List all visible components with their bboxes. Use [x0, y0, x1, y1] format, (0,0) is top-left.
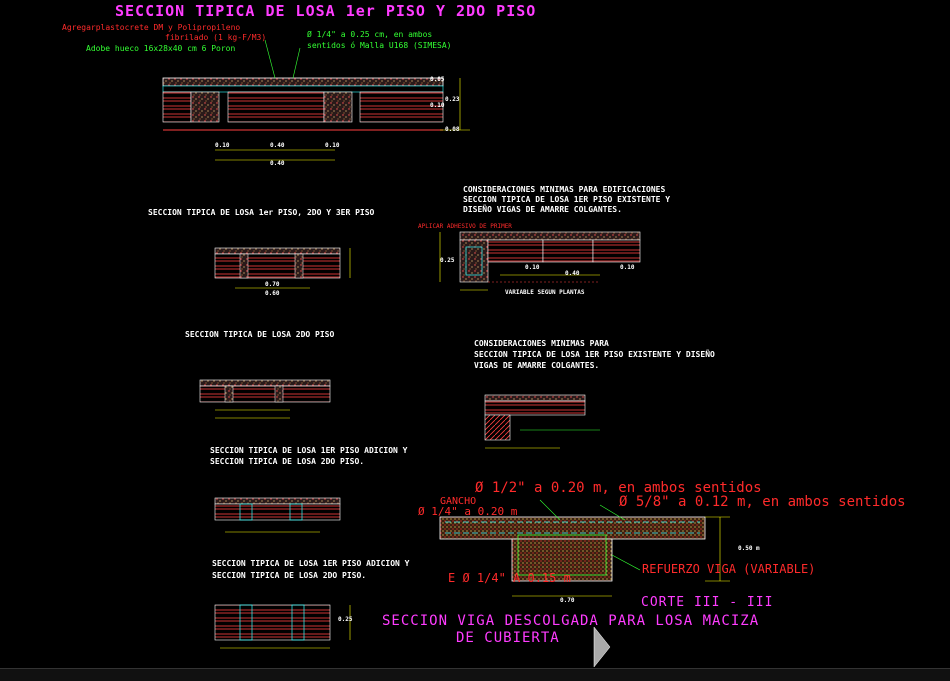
considerations-2-section: [484, 394, 600, 449]
top-dim-bottom-4: 0.40: [270, 160, 285, 167]
considerations-2-line-3: VIGAS DE AMARRE COLGANTES.: [474, 361, 600, 370]
considerations-1-dim-2: 0.40: [565, 270, 580, 277]
beam-gancho: GANCHO: [440, 496, 477, 507]
considerations-1-line-2: SECCION TIPICA DE LOSA 1ER PISO EXISTENT…: [463, 195, 671, 204]
top-dim-right-2: 0.10: [430, 102, 445, 109]
considerations-1-line-1: CONSIDERACIONES MINIMAS PARA EDIFICACION…: [463, 185, 666, 194]
top-dim-right-3: 0.23: [445, 96, 460, 103]
detail-c-section: [214, 497, 341, 533]
detail-a-title: SECCION TIPICA DE LOSA 1er PISO, 2DO Y 3…: [148, 208, 375, 217]
beam-stirrup: E Ø 1/4" A 0.15 m: [448, 571, 571, 585]
top-note-1b: fibrilado (1 kg-F/M3): [165, 33, 267, 42]
beam-caption-2: DE CUBIERTA: [456, 630, 560, 646]
detail-d-dim: 0.25: [338, 616, 353, 623]
considerations-1-note-left: APLICAR ADHESIVO DE PRIMER: [418, 223, 512, 230]
top-note-2: Adobe hueco 16x28x40 cm 6 Poron: [86, 44, 236, 53]
beam-dim-right: 0.50 m: [738, 545, 760, 552]
considerations-2-line-1: CONSIDERACIONES MINIMAS PARA: [474, 339, 609, 348]
considerations-1-dim-3: 0.10: [620, 264, 635, 271]
main-title: SECCION TIPICA DE LOSA 1er PISO Y 2DO PI…: [115, 2, 537, 20]
beam-rebar-1: Ø 1/2" a 0.20 m, en ambos sentidos: [475, 480, 762, 496]
detail-d-line-1: SECCION TIPICA DE LOSA 1ER PISO ADICION …: [212, 559, 410, 568]
considerations-1-dim-1: 0.10: [525, 264, 540, 271]
considerations-2-line-2: SECCION TIPICA DE LOSA 1ER PISO EXISTENT…: [474, 350, 715, 359]
beam-rebar-2: Ø 5/8" a 0.12 m, en ambos sentidos: [619, 494, 906, 510]
top-note-1: Agregarplastocrete DM y Polipropileno: [62, 23, 241, 32]
considerations-1-note-bottom: VARIABLE SEGUN PLANTAS: [505, 289, 585, 296]
top-dim-bottom-3: 0.10: [325, 142, 340, 149]
detail-a-dim-1: 0.70: [265, 281, 280, 288]
top-dim-bottom-2: 0.40: [270, 142, 285, 149]
detail-a-section: [214, 247, 351, 289]
beam-section: [439, 499, 730, 668]
beam-dim-bottom: 0.70: [560, 597, 575, 604]
top-slab-section: [162, 39, 470, 161]
top-rebar-note-2: sentidos ó Malla U168 (SIMESA): [307, 41, 452, 50]
considerations-1-dim-left: 0.25: [440, 257, 455, 264]
status-bar: [0, 668, 950, 681]
detail-a-dim-2: 0.60: [265, 290, 280, 297]
detail-d-line-2: SECCION TIPICA DE LOSA 2DO PISO.: [212, 571, 367, 580]
top-dim-right-1: 0.05: [430, 76, 445, 83]
top-dim-bottom-1: 0.10: [215, 142, 230, 149]
cut-label: CORTE III - III: [641, 595, 774, 610]
beam-reinforce: REFUERZO VIGA (VARIABLE): [642, 562, 816, 576]
detail-c-line-2: SECCION TIPICA DE LOSA 2DO PISO.: [210, 457, 365, 466]
considerations-1-section: [439, 231, 641, 291]
detail-d-section: [214, 604, 351, 649]
detail-b-title: SECCION TIPICA DE LOSA 2DO PISO: [185, 330, 335, 339]
considerations-1-line-3: DISEÑO VIGAS DE AMARRE COLGANTES.: [463, 205, 622, 214]
top-dim-right-4: 0.08: [445, 126, 460, 133]
detail-c-line-1: SECCION TIPICA DE LOSA 1ER PISO ADICION …: [210, 446, 408, 455]
beam-rebar-3: Ø 1/4" a 0.20 m: [418, 505, 518, 518]
top-rebar-note: Ø 1/4" a 0.25 cm, en ambos: [307, 30, 433, 39]
detail-b-section: [199, 379, 331, 419]
beam-caption-1: SECCION VIGA DESCOLGADA PARA LOSA MACIZA: [382, 613, 760, 629]
